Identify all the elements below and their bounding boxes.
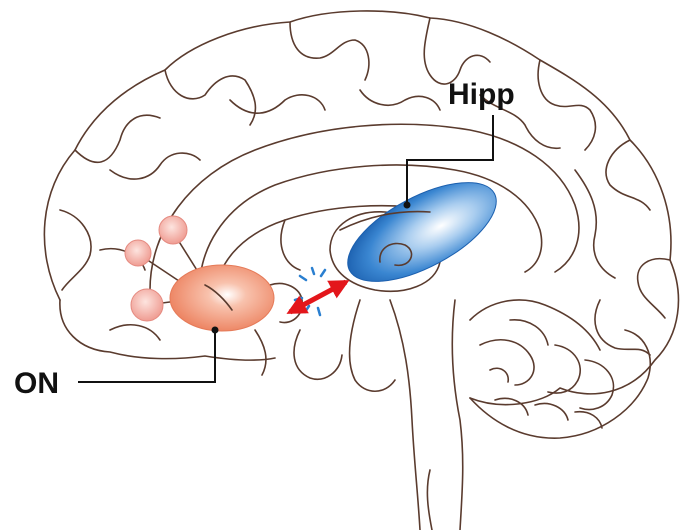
on-leader-line: [78, 330, 215, 382]
glomerulus-circle: [159, 216, 187, 244]
hippocampus-ellipse: [333, 163, 511, 302]
glomerulus-circle: [125, 240, 151, 266]
brainstem: [294, 300, 463, 530]
olfactory-region: [170, 265, 274, 331]
on-annotation: ON: [14, 327, 219, 401]
cortex-outline: [44, 11, 678, 405]
hipp-leader-dot: [404, 202, 411, 209]
glomerulus-circle: [131, 289, 163, 321]
on-leader-dot: [212, 327, 219, 334]
on-label: ON: [14, 367, 59, 400]
cerebellum: [470, 300, 650, 438]
hipp-label: Hipp: [448, 78, 515, 111]
hippocampus-region: [333, 163, 511, 302]
